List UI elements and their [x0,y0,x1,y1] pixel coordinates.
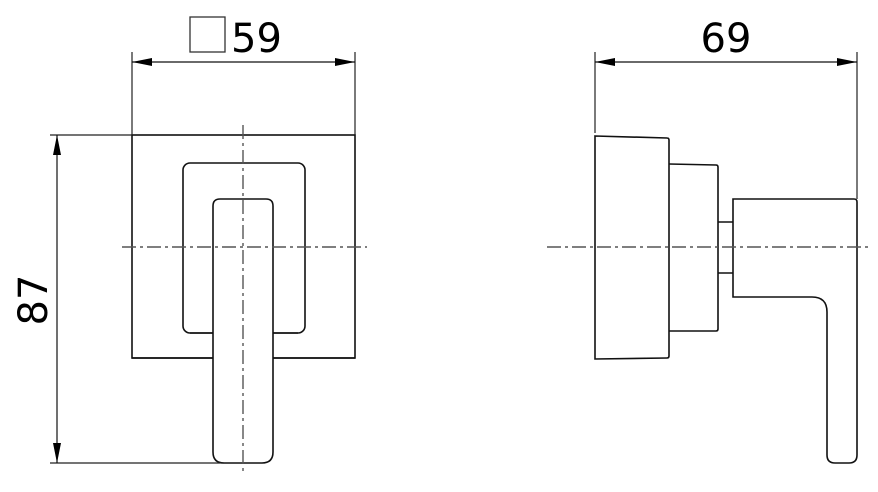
side-body-outline [668,163,719,332]
arrowhead-right-icon [837,58,857,66]
arrowhead-up-icon [53,135,61,155]
side-depth-value: 69 [701,16,752,62]
arrowhead-left-icon [595,58,615,66]
side-view: 69 [547,16,868,464]
arrowhead-down-icon [53,443,61,463]
side-neck-outline [718,221,733,274]
side-handle-outline [732,198,858,464]
arrowhead-right-icon [335,58,355,66]
front-width-value: 59 [231,16,282,62]
front-view: 59 87 [11,16,367,472]
square-icon [189,16,226,53]
arrowhead-left-icon [132,58,152,66]
side-plate-outline [594,135,670,360]
front-height-value: 87 [11,275,57,326]
